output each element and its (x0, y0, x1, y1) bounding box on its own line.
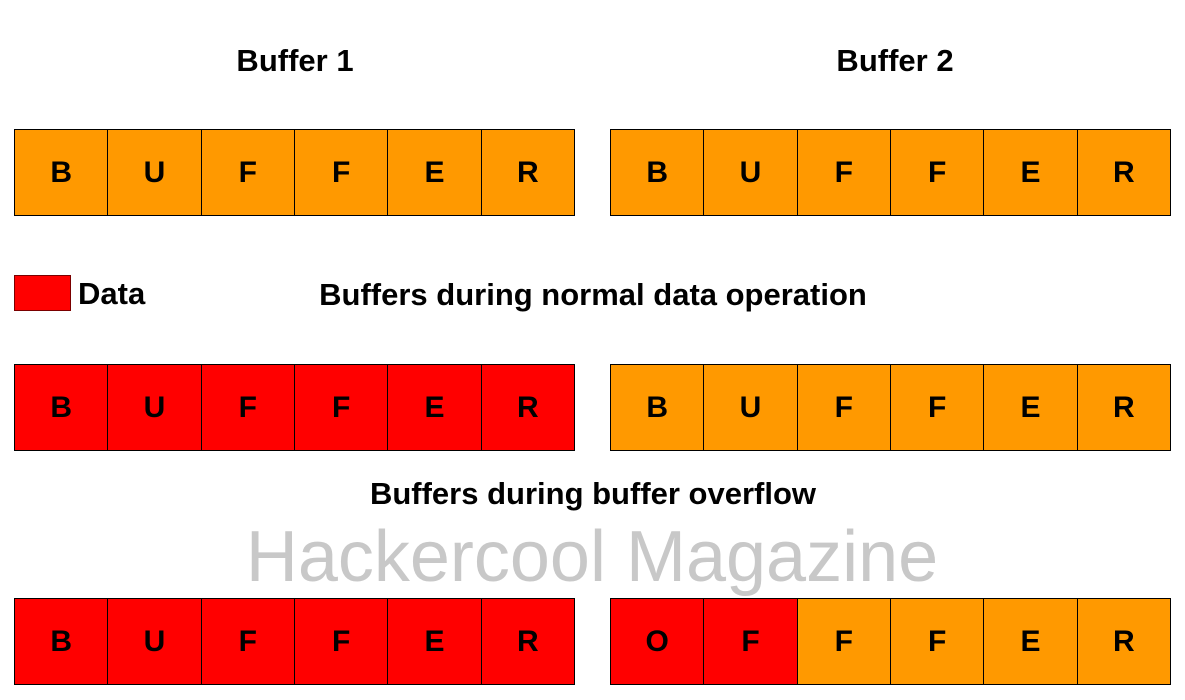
buffer-cell: B (15, 130, 108, 215)
buffer-cell: F (293, 599, 388, 684)
buffer-cell: U (703, 365, 797, 450)
legend-data-swatch (14, 275, 71, 311)
buffer-cell: F (200, 599, 294, 684)
buffer-cell: U (107, 365, 201, 450)
buffer-cell: U (703, 130, 797, 215)
caption-overflow: Buffers during buffer overflow (369, 476, 817, 511)
buffer2-header: Buffer 2 (836, 43, 954, 78)
buffer-cell: F (200, 130, 294, 215)
buffer-cell: R (480, 130, 574, 215)
buffer-cell: E (387, 130, 481, 215)
buffer-cell: R (1076, 599, 1170, 684)
caption-normal: Buffers during normal data operation (319, 277, 867, 312)
buffer-cell: B (15, 365, 108, 450)
buffer-cell: F (200, 365, 294, 450)
buffer-cell: U (107, 130, 201, 215)
buffer-cell: R (480, 599, 574, 684)
legend-data-label: Data (78, 276, 146, 311)
buffer-cell: B (611, 365, 704, 450)
buffer-cell: B (611, 130, 704, 215)
buffer-cell: F (889, 130, 984, 215)
buffer-cell: R (1076, 365, 1170, 450)
buffer-cell: E (387, 599, 481, 684)
buffer-cell: F (293, 130, 388, 215)
buffer-cell: F (703, 599, 797, 684)
buffer-cell: F (796, 599, 890, 684)
buffer-cell: F (796, 130, 890, 215)
watermark: Hackercool Magazine (245, 517, 939, 597)
buffer-cell: E (983, 599, 1077, 684)
buffer-cell: F (889, 599, 984, 684)
buffer-cell: F (889, 365, 984, 450)
buffer-cell: B (15, 599, 108, 684)
buffer-cell: F (293, 365, 388, 450)
buffer-cell: F (796, 365, 890, 450)
buffer-cell: E (387, 365, 481, 450)
buffer-cell: R (480, 365, 574, 450)
buffer-cell: E (983, 365, 1077, 450)
buffer-cell: R (1076, 130, 1170, 215)
buffer-cell: U (107, 599, 201, 684)
buffer-cell: E (983, 130, 1077, 215)
buffer1-header: Buffer 1 (236, 43, 354, 78)
buffer-cell: O (611, 599, 704, 684)
